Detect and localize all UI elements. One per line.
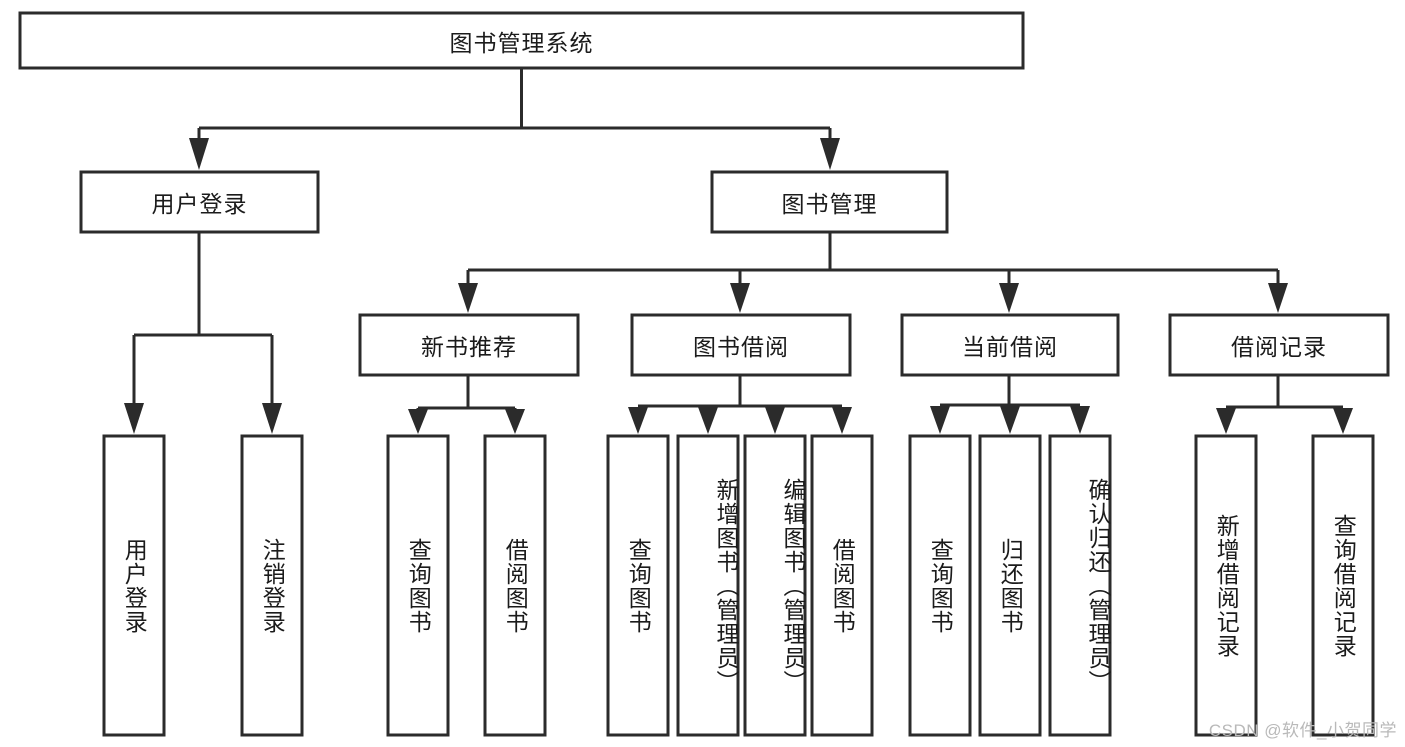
connector-book-manage-to-level2 (458, 232, 1288, 313)
csdn-watermark: CSDN @软件_小贺同学 (1208, 721, 1397, 740)
arrow-head-icon (1216, 408, 1236, 434)
node-box-current-borrow[interactable] (900, 313, 1120, 377)
arrow-head-icon (1070, 406, 1090, 434)
connector-current-borrow-to-leaves (930, 375, 1090, 434)
connector-borrow-record-to-leaves (1216, 375, 1353, 434)
node-box-borrow-record[interactable] (1168, 313, 1390, 377)
connector-user-login-to-leaves (124, 232, 282, 434)
arrow-head-icon (930, 406, 950, 434)
node-box-leaf-query-borrow-record[interactable] (1311, 434, 1375, 737)
arrow-head-icon (408, 409, 428, 434)
node-box-leaf-add-book-admin[interactable] (676, 434, 740, 737)
node-box-root[interactable] (18, 11, 1025, 70)
node-box-leaf-user-login[interactable] (102, 434, 166, 737)
arrow-head-icon (999, 283, 1019, 313)
node-box-leaf-query-book-current[interactable] (908, 434, 972, 737)
node-box-leaf-edit-book-admin[interactable] (743, 434, 807, 737)
arrow-head-icon (730, 283, 750, 313)
arrow-head-icon (820, 138, 840, 170)
node-box-book-manage[interactable] (710, 170, 949, 234)
arrow-head-icon (458, 283, 478, 313)
connector-book-borrow-to-leaves (628, 375, 852, 434)
arrow-head-icon (628, 407, 648, 434)
node-box-new-book-rec[interactable] (358, 313, 580, 377)
arrow-head-icon (1000, 406, 1020, 434)
node-box-leaf-borrow-book-rec[interactable] (483, 434, 547, 737)
arrow-head-icon (832, 407, 852, 434)
arrow-head-icon (189, 138, 209, 170)
arrow-head-icon (262, 403, 282, 434)
node-box-leaf-user-logout[interactable] (240, 434, 304, 737)
arrow-head-icon (698, 407, 718, 434)
connector-new-book-rec-to-leaves (408, 375, 525, 434)
node-box-leaf-add-borrow-record[interactable] (1194, 434, 1258, 737)
arrow-head-icon (1333, 408, 1353, 434)
node-box-leaf-confirm-return-admin[interactable] (1048, 434, 1112, 737)
node-box-book-borrow[interactable] (630, 313, 852, 377)
node-box-user-login[interactable] (79, 170, 320, 234)
node-box-leaf-borrow-book[interactable] (810, 434, 874, 737)
arrow-head-icon (1268, 283, 1288, 313)
node-box-leaf-query-book-rec[interactable] (386, 434, 450, 737)
arrow-head-icon (124, 403, 144, 434)
arrow-head-icon (505, 409, 525, 434)
node-box-leaf-query-book-borrow[interactable] (606, 434, 670, 737)
arrow-head-icon (765, 407, 785, 434)
connector-root-to-level1 (189, 68, 840, 170)
node-box-leaf-return-book[interactable] (978, 434, 1042, 737)
